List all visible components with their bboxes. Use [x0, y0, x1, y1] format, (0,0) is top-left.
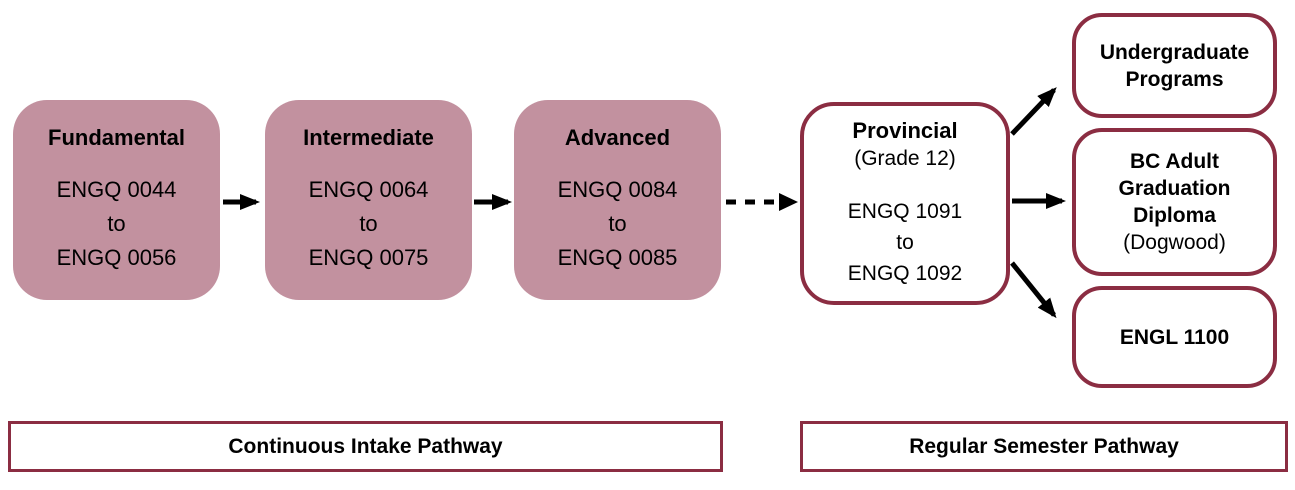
outcome-box-bc-adult-graduation-diploma: BC Adult Graduation Diploma (Dogwood) [1072, 128, 1277, 276]
course-range: ENGQ 0064 to ENGQ 0075 [309, 173, 429, 275]
course-to: ENGQ 0085 [557, 245, 678, 270]
course-connector: to [896, 231, 914, 254]
course-range: ENGQ 0044 to ENGQ 0056 [57, 173, 177, 275]
course-to: ENGQ 0075 [308, 245, 429, 270]
outcome-title: BC Adult Graduation Diploma [1118, 150, 1231, 227]
course-from: ENGQ 0084 [557, 177, 678, 202]
arrow-provincial-to-undergraduate [1010, 87, 1057, 136]
outcome-subtitle: (Dogwood) [1123, 231, 1226, 254]
stage-title: Fundamental [48, 125, 185, 150]
course-connector: to [359, 211, 378, 236]
course-to: ENGQ 1092 [847, 262, 963, 285]
dashed-arrow-head [779, 193, 798, 211]
course-connector: to [608, 211, 627, 236]
stage-title: Intermediate [303, 125, 434, 150]
course-to: ENGQ 0056 [56, 245, 177, 270]
course-range: ENGQ 0084 to ENGQ 0085 [558, 173, 678, 275]
course-connector: to [107, 211, 126, 236]
stage-box-fundamental: Fundamental ENGQ 0044 to ENGQ 0056 [13, 100, 220, 300]
stage-title: Advanced [564, 125, 671, 150]
arrow-provincial-to-engl-1100 [1010, 261, 1057, 319]
outcome-title: Undergraduate Programs [1099, 40, 1250, 91]
outcome-box-undergraduate-programs: Undergraduate Programs [1072, 13, 1277, 118]
provincial-box: Provincial (Grade 12) ENGQ 1091 to ENGQ … [800, 102, 1010, 305]
course-range: ENGQ 1091 to ENGQ 1092 [848, 196, 962, 289]
course-from: ENGQ 0044 [56, 177, 177, 202]
pathway-label-regular-semester: Regular Semester Pathway [800, 421, 1288, 472]
stage-box-intermediate: Intermediate ENGQ 0064 to ENGQ 0075 [265, 100, 472, 300]
pathway-label-continuous-intake: Continuous Intake Pathway [8, 421, 723, 472]
pathway-label-text: Continuous Intake Pathway [228, 434, 503, 458]
course-from: ENGQ 0064 [308, 177, 429, 202]
pathway-label-text: Regular Semester Pathway [909, 434, 1179, 458]
provincial-title: Provincial [852, 118, 958, 143]
outcome-title: ENGL 1100 [1119, 325, 1230, 349]
course-from: ENGQ 1091 [847, 200, 963, 223]
outcome-box-engl-1100: ENGL 1100 [1072, 286, 1277, 388]
stage-box-advanced: Advanced ENGQ 0084 to ENGQ 0085 [514, 100, 721, 300]
provincial-subtitle: (Grade 12) [854, 147, 956, 170]
